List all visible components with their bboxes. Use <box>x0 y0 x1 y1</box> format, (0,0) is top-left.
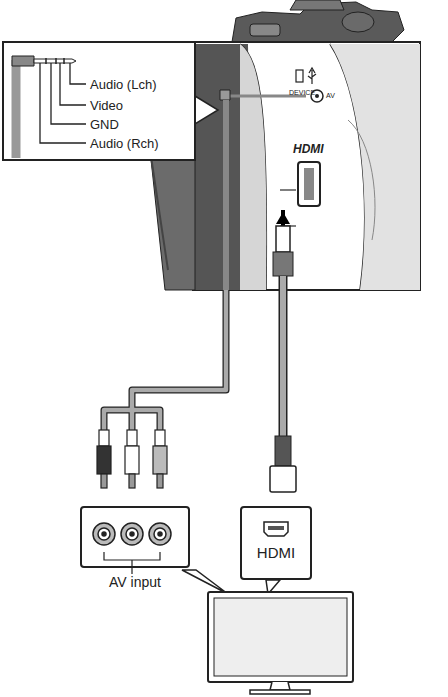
av-input-box: AV input <box>80 506 190 568</box>
pin-name: Audio (Lch) <box>90 77 156 92</box>
port-label: AV <box>326 91 335 100</box>
pin-callout <box>3 42 195 160</box>
port-label: DEVICE <box>289 88 315 97</box>
hdmi-input-icon <box>264 522 288 536</box>
hdmi-callout-box: HDMI <box>240 506 312 580</box>
bracket <box>104 552 160 574</box>
hdmi-port <box>298 162 320 206</box>
inset-frame <box>193 42 420 290</box>
rca-plugs <box>97 430 167 488</box>
hdmi-plug <box>273 226 293 276</box>
usb-device-icon <box>296 68 316 84</box>
rca-jacks <box>93 523 171 545</box>
leader-lines <box>40 63 86 143</box>
pin-name: Video <box>90 98 123 113</box>
node-text: AV input <box>109 574 161 591</box>
hdmi-cable <box>270 276 296 492</box>
av-plug <box>220 90 306 290</box>
av-cable <box>104 290 226 430</box>
node-text: HDMI <box>257 544 295 562</box>
pin-name: Audio (Rch) <box>90 136 159 151</box>
pin-name: GND <box>90 117 119 132</box>
television <box>208 592 353 694</box>
camcorder-body <box>232 0 404 42</box>
hdmi-logo: HDMI <box>293 142 324 156</box>
